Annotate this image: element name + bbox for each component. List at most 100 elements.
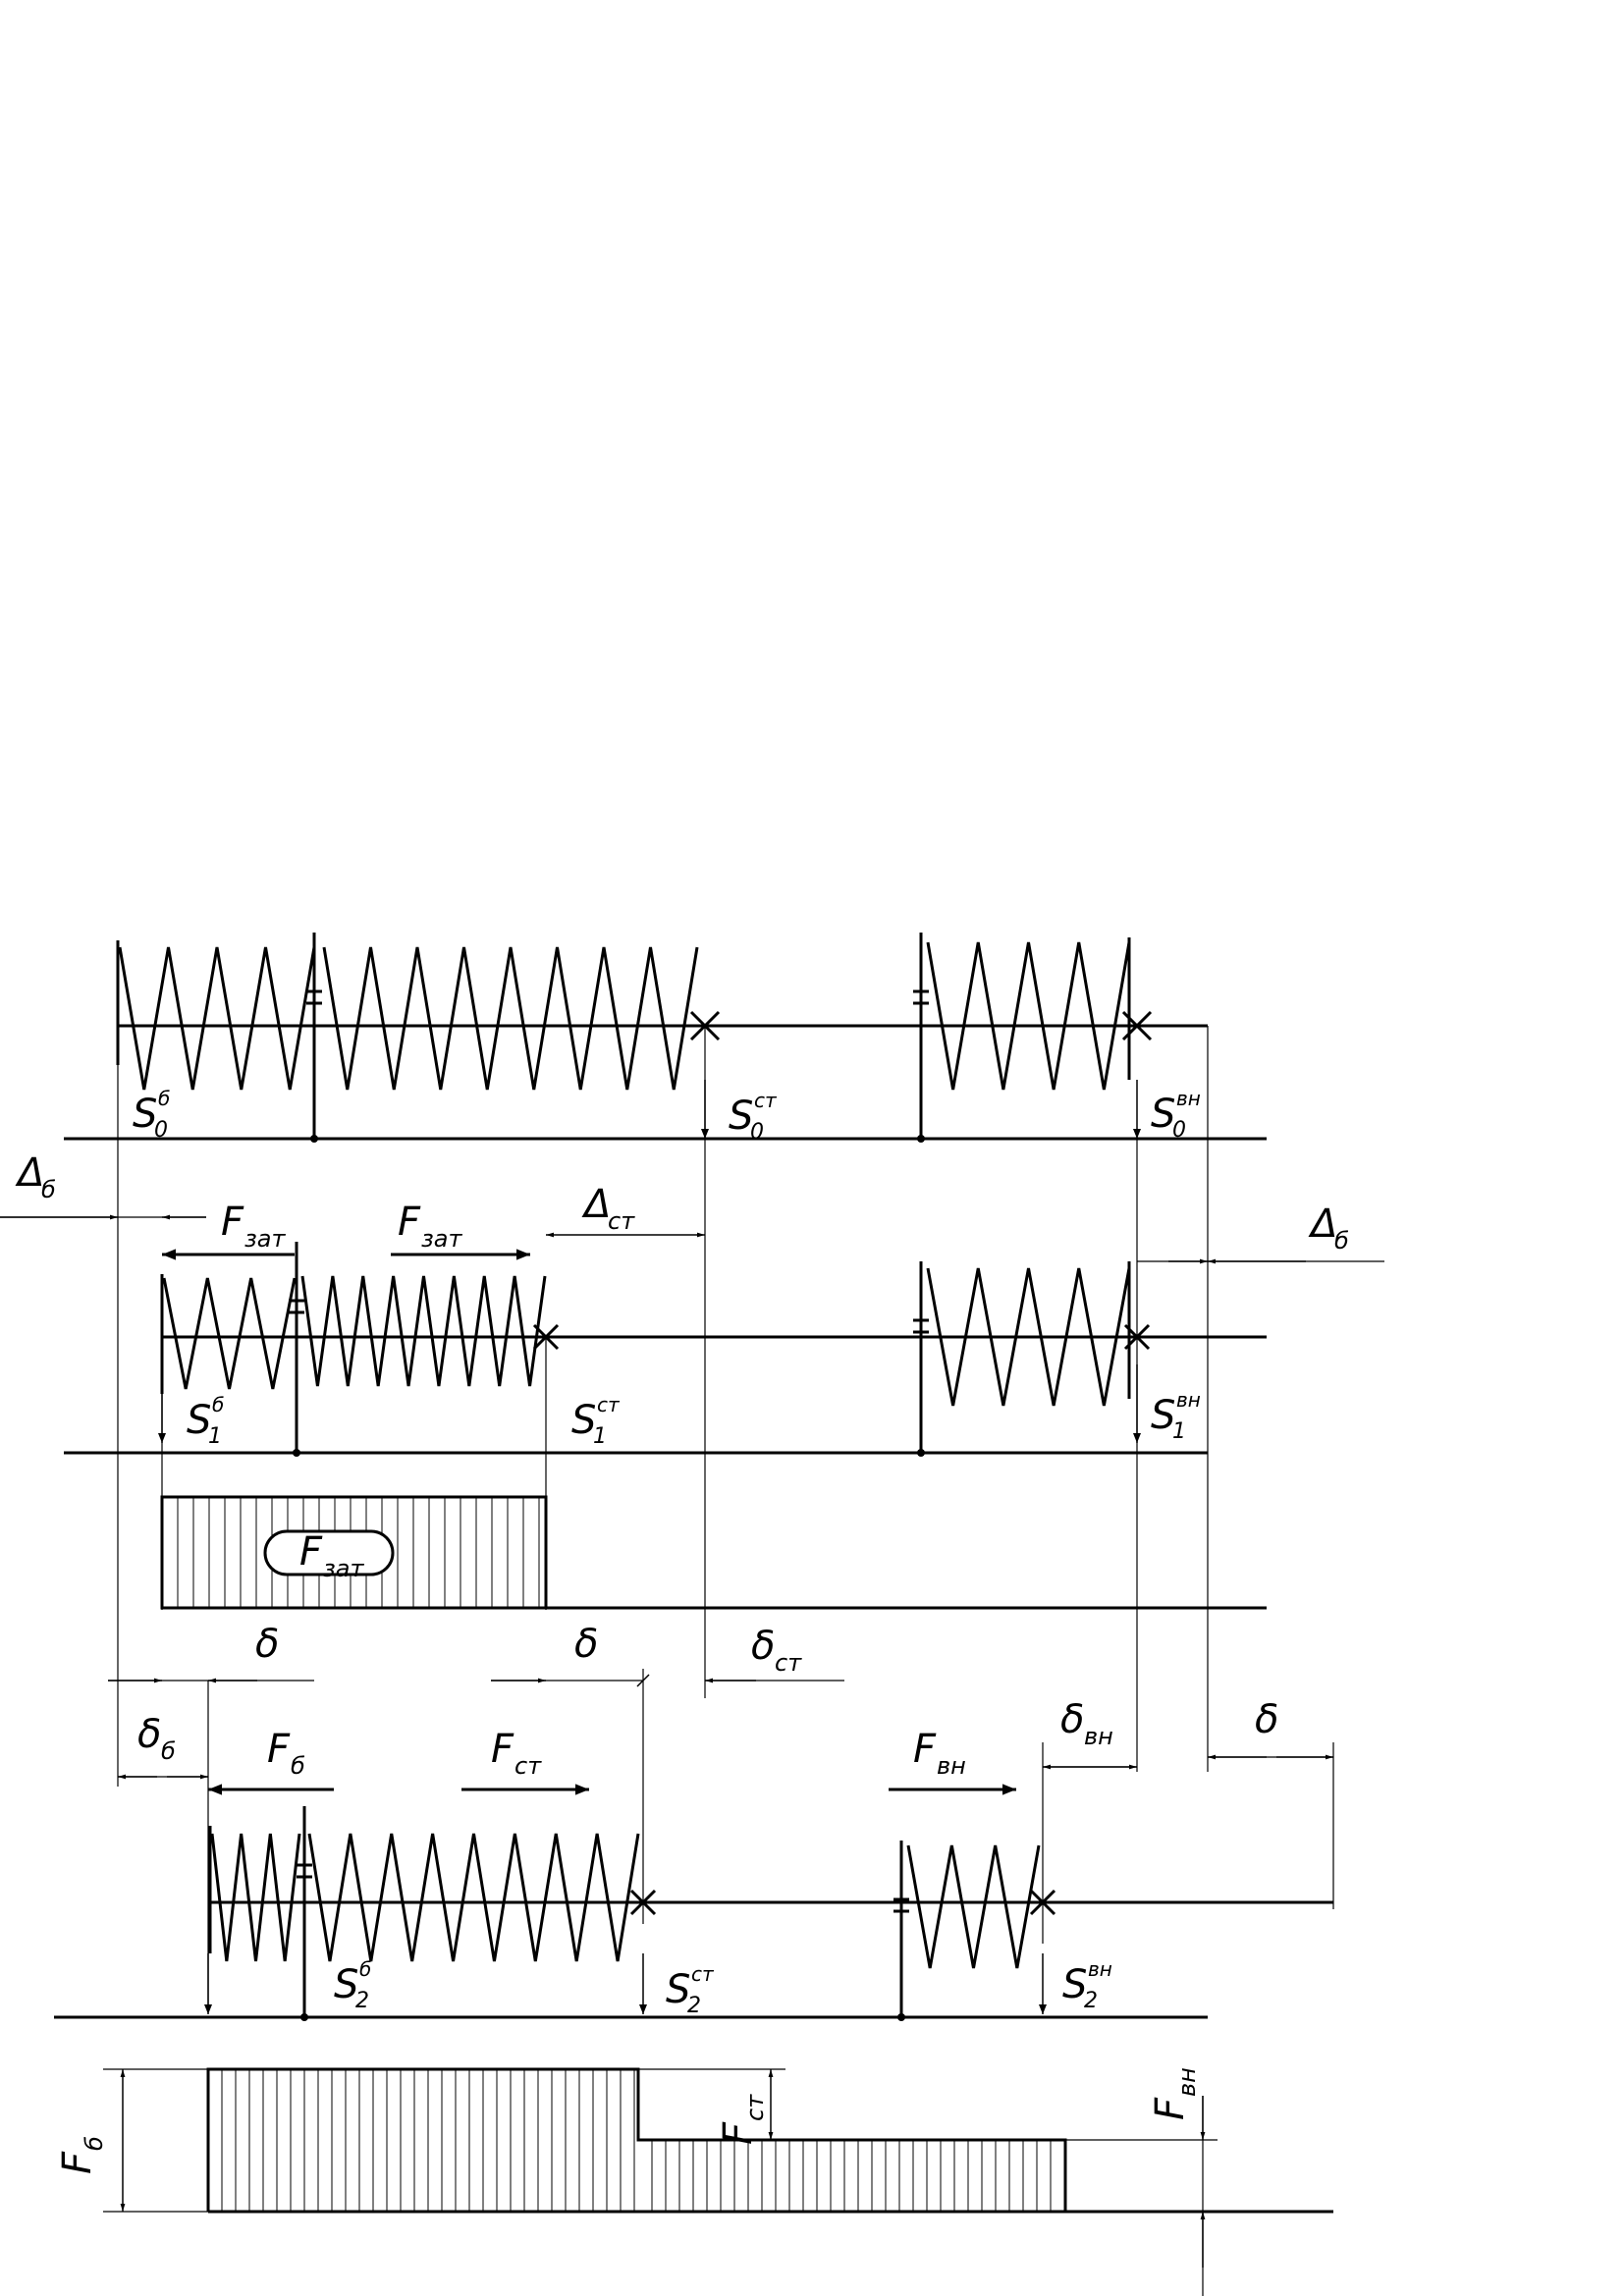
row2-cross-st <box>629 1889 657 1916</box>
svg-text:ст: ст <box>597 1393 621 1416</box>
svg-text:ст: ст <box>608 1207 635 1235</box>
row1-spring-right <box>300 1275 547 1387</box>
svg-text:δ: δ <box>751 1624 775 1669</box>
svg-text:зат: зат <box>421 1225 462 1253</box>
label-delta-st: Δст <box>581 1182 635 1235</box>
svg-text:зат: зат <box>244 1225 286 1253</box>
row1-label-s1-b: S1б <box>187 1393 224 1449</box>
svg-text:S: S <box>571 1398 596 1443</box>
clamp-plot-oval <box>263 1529 395 1576</box>
svg-text:ст: ст <box>741 2094 769 2121</box>
diagram-geometry <box>0 933 1384 2296</box>
svg-text:Δ: Δ <box>581 1182 611 1227</box>
row2-spring-left <box>210 1833 301 1962</box>
svg-text:F: F <box>267 1727 291 1772</box>
row2-label-s2-b: S2 б <box>334 1957 371 2013</box>
row0-cross-vn <box>1121 1010 1153 1041</box>
svg-text:S: S <box>133 1092 157 1137</box>
svg-text:S: S <box>334 1962 358 2007</box>
row1-label-s1-st: S1 ст <box>571 1393 621 1449</box>
svg-text:б: б <box>359 1957 371 1981</box>
svg-text:вн: вн <box>1088 1957 1112 1981</box>
svg-text:1: 1 <box>593 1424 607 1449</box>
svg-text:δ: δ <box>1255 1697 1278 1742</box>
svg-text:2: 2 <box>1084 1989 1098 2013</box>
svg-text:S: S <box>1151 1393 1175 1438</box>
label-delta-b-right: Δб <box>1308 1201 1349 1255</box>
svg-text:вн: вн <box>1176 1388 1201 1412</box>
row2-label-s2-st: S2 ст <box>666 1962 715 2018</box>
row2-support-2 <box>893 1841 909 2021</box>
svg-text:вн: вн <box>1173 2067 1201 2097</box>
svg-text:вн: вн <box>1176 1087 1201 1110</box>
row2-cross-vn <box>1029 1889 1056 1916</box>
svg-text:б: б <box>1334 1227 1349 1255</box>
svg-text:δ: δ <box>255 1622 279 1667</box>
force-plot-outline <box>206 2067 1067 2212</box>
svg-text:F: F <box>491 1727 514 1772</box>
svg-text:2: 2 <box>355 1989 369 2013</box>
label-small-delta-1: δ <box>255 1622 279 1667</box>
row0-label-s0-vn: S0 вн <box>1151 1087 1201 1143</box>
svg-text:Δ: Δ <box>1308 1201 1337 1247</box>
row1-support-2 <box>913 1261 929 1457</box>
row2-label-s2-vn: S2 вн <box>1062 1957 1112 2013</box>
svg-text:0: 0 <box>1172 1118 1186 1143</box>
label-small-delta-2: δ <box>574 1622 598 1667</box>
svg-text:F: F <box>221 1200 244 1245</box>
svg-text:S: S <box>1062 1962 1087 2007</box>
svg-text:ст: ст <box>691 1962 715 1986</box>
svg-text:вн: вн <box>1084 1723 1113 1750</box>
dim-tick <box>636 1674 650 1687</box>
label-delta-b-left: Δб <box>15 1150 56 1203</box>
row2-spring-vn <box>906 1844 1041 1969</box>
row1-cross-vn <box>1123 1323 1151 1351</box>
svg-text:S: S <box>187 1398 211 1443</box>
row0-support-2 <box>913 933 929 1143</box>
svg-text:F: F <box>1148 2097 1193 2120</box>
svg-text:1: 1 <box>208 1424 222 1449</box>
svg-text:зат: зат <box>323 1555 364 1582</box>
row2-spring-right <box>307 1833 640 1962</box>
svg-text:S: S <box>1151 1092 1175 1137</box>
svg-text:F: F <box>716 2121 761 2145</box>
svg-text:S: S <box>729 1094 753 1139</box>
svg-text:0: 0 <box>750 1120 764 1145</box>
svg-text:б: б <box>161 1737 176 1765</box>
svg-text:F: F <box>398 1200 421 1245</box>
svg-text:δ: δ <box>574 1622 598 1667</box>
svg-text:S: S <box>666 1967 690 2012</box>
svg-text:δ: δ <box>1060 1697 1084 1742</box>
force-plot-label-f-b: Fб <box>55 2136 108 2174</box>
svg-text:F: F <box>913 1727 937 1772</box>
row2-support-1 <box>297 1806 312 2021</box>
svg-text:ст: ст <box>775 1649 802 1677</box>
row0-label-s0-b: S0б <box>133 1087 170 1143</box>
svg-text:ст: ст <box>754 1089 778 1112</box>
svg-text:б: б <box>41 1176 56 1203</box>
force-plot-label-f-vn: Fвн <box>1148 2067 1201 2120</box>
svg-text:Δ: Δ <box>15 1150 44 1196</box>
row0-spring-left <box>118 946 316 1091</box>
svg-text:δ: δ <box>137 1712 161 1757</box>
svg-text:ст: ст <box>514 1752 542 1780</box>
svg-text:вн: вн <box>937 1752 966 1780</box>
force-plot-label-f-st: Fст <box>716 2094 769 2145</box>
row0-label-s0-st: S0 ст <box>729 1089 778 1145</box>
svg-text:F: F <box>55 2151 100 2174</box>
svg-text:2: 2 <box>687 1994 701 2018</box>
svg-text:0: 0 <box>154 1118 168 1143</box>
row0-spring-vn <box>926 941 1131 1091</box>
